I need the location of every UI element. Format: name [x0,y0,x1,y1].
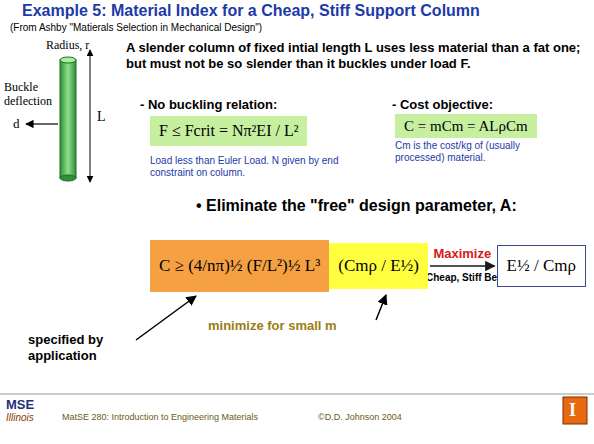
logo-text: I [569,399,576,421]
slide-title: Example 5: Material Index for a Cheap, S… [22,2,480,20]
deflection-arrow [26,123,58,124]
footer-text: MatSE 280: Introduction to Engineering M… [62,412,258,423]
dimension-label: Buckle deflection [4,80,60,108]
formula-box: (Cmρ / E½) [329,243,428,289]
footer-rule [0,394,594,395]
formula-text: F ≤ Fcrit = Nπ²EI / L² [159,122,298,140]
formula-text: C = mCm = ALρCm [404,118,528,135]
formula-text: C ≥ (4/nπ)½ (F/L²)½ L³ [159,256,320,276]
result-box: E½ / Cmρ [497,245,586,287]
note-text: Cm is the cost/kg of (usually processed)… [395,140,545,164]
bullet-heading: - Cost objective: [392,97,493,113]
length-arrow [90,50,91,182]
logo-text: Illinois [6,412,34,424]
dimension-label: L [97,108,106,125]
formula-box: C = mCm = ALρCm [395,114,537,138]
logo-text: MSE [6,397,34,413]
leader-arrow [376,295,386,320]
formula-box: F ≤ Fcrit = Nπ²EI / L² [150,116,307,146]
intro-paragraph: A slender column of fixed intial length … [126,40,588,72]
dimension-label: d [13,116,20,132]
logo-box [563,397,587,424]
callout-text: specified by application [28,332,134,364]
callout-text: minimize for small m [208,318,337,334]
bullet-heading: • Eliminate the "free" design parameter,… [196,196,517,215]
formula-box: C ≥ (4/nπ)½ (F/L²)½ L³ [150,240,329,292]
note-text: Load less than Euler Load. N given by en… [150,155,350,179]
bullet-heading: - No buckling relation: [140,97,277,113]
leader-arrow [136,296,196,340]
connector-arrow [430,265,495,267]
column-figure [60,57,76,181]
edge-label: Maximize [433,246,491,261]
source-note: (From Ashby "Matierals Selection in Mech… [10,22,262,34]
footer-text: ©D.D. Johnson 2004 [318,412,402,423]
formula-text: E½ / Cmρ [507,256,576,276]
formula-text: (Cmρ / E½) [338,256,419,276]
dimension-label: Radius, r [46,38,89,52]
